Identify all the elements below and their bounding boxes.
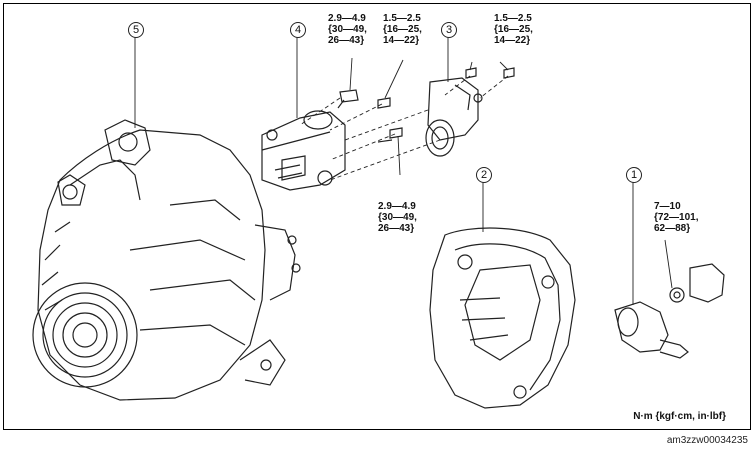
- bolts: [337, 67, 515, 143]
- figure-id: am3zzw00034235: [666, 435, 748, 446]
- torque-spec-brush-holder-screw: 1.5—2.5 {16—25, 14—22}: [494, 13, 533, 46]
- callout-2: 2: [476, 167, 492, 183]
- alternator-illustration: [32, 119, 301, 401]
- regulator-illustration: [261, 110, 346, 191]
- callout-5: 5: [128, 22, 144, 38]
- torque-spec-terminal-nut: 7—10 {72—101, 62—88}: [654, 201, 699, 234]
- units-note: N·m {kgf·cm, in·lbf}: [633, 411, 726, 422]
- assembly-guide-lines: [299, 75, 509, 181]
- callout-4: 4: [290, 22, 306, 38]
- terminal-illustration: [614, 263, 725, 359]
- leader-lines: [134, 38, 673, 305]
- torque-spec-regulator-bolt: 2.9—4.9 {30—49, 26—43}: [328, 13, 367, 46]
- figure-frame: [3, 3, 751, 430]
- torque-spec-lower-bolt: 2.9—4.9 {30—49, 26—43}: [378, 201, 417, 234]
- callout-1: 1: [626, 167, 642, 183]
- callout-3: 3: [441, 22, 457, 38]
- brush-holder-illustration: [425, 77, 483, 157]
- torque-spec-regulator-screw: 1.5—2.5 {16—25, 14—22}: [383, 13, 422, 46]
- rear-cover-illustration: [429, 227, 576, 409]
